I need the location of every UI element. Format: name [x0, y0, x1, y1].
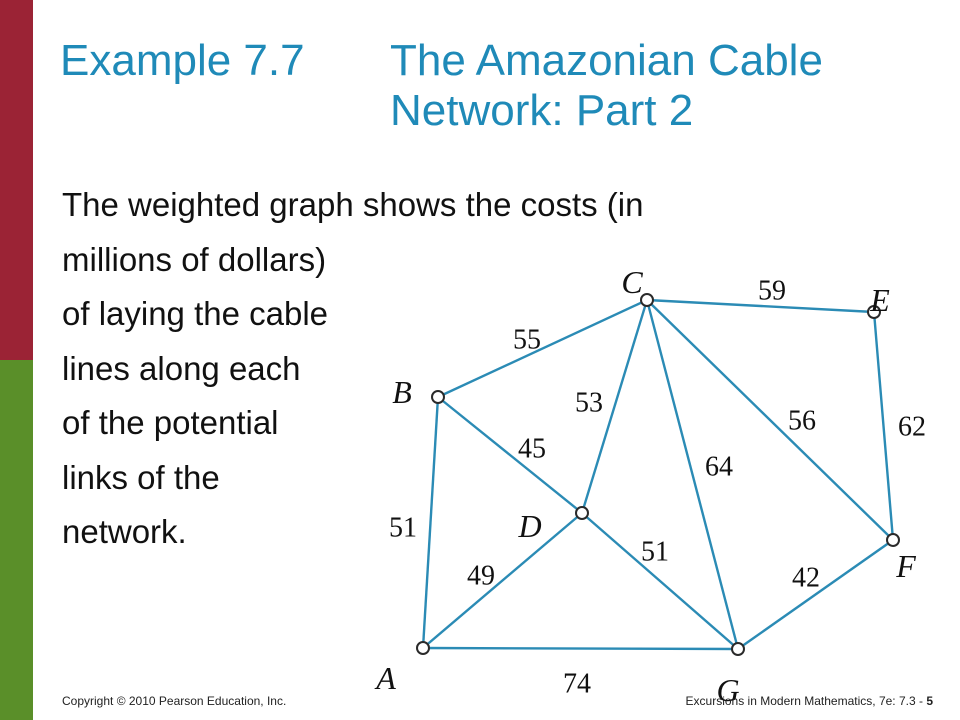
edge-weight-a-d: 49	[467, 561, 495, 592]
edges-layer	[421, 298, 895, 651]
edge-c-g	[645, 299, 740, 650]
body-line: of the potential	[62, 404, 279, 441]
vertex-label-e: E	[869, 282, 890, 318]
edge-weight-b-c: 55	[513, 325, 541, 356]
vertex-d	[575, 506, 589, 520]
edge-weight-c-f: 56	[788, 406, 816, 437]
edge-a-g	[422, 646, 739, 651]
vertex-label-b: B	[392, 374, 412, 410]
slide-title-line: The Amazonian Cable	[390, 36, 823, 85]
vertex-label-d: D	[517, 508, 541, 544]
slide-title: The Amazonian Cable Network: Part 2	[390, 36, 823, 136]
edge-c-f	[646, 299, 894, 541]
body-line: of laying the cable	[62, 295, 329, 332]
vertex-label-c: C	[621, 264, 643, 300]
footer-page-number: 5	[926, 694, 933, 708]
slide-title-line: Network: Part 2	[390, 86, 694, 135]
edge-weight-c-e: 59	[758, 276, 786, 307]
edge-c-d	[580, 299, 649, 514]
vertex-e	[867, 305, 881, 319]
body-line: millions of dollars)	[62, 240, 327, 278]
vertex-label-g: G	[716, 672, 739, 708]
vertex-c	[640, 293, 654, 307]
edge-f-g	[737, 539, 894, 650]
edge-weight-c-g: 64	[705, 452, 733, 483]
vertex-f	[886, 533, 900, 547]
vertex-g	[731, 642, 745, 656]
body-line: links of the	[62, 458, 220, 496]
slide-body-text: The weighted graph shows the costs (in m…	[62, 178, 643, 560]
edge-e-f	[872, 311, 895, 541]
footer-source-text: Excursions in Modern Mathematics, 7e: 7.…	[685, 694, 927, 708]
edge-a-d	[422, 512, 583, 649]
edge-b-d	[437, 396, 583, 514]
body-line: The weighted graph shows the costs (in	[62, 186, 644, 223]
vertices-layer: A B C D E F G	[374, 264, 916, 708]
edge-d-g	[581, 512, 739, 650]
slide-example-label: Example 7.7	[60, 36, 305, 85]
edge-weight-f-g: 42	[792, 563, 820, 594]
vertex-label-f: F	[895, 548, 916, 584]
edge-weight-a-b: 51	[389, 513, 417, 544]
edge-b-c	[437, 298, 648, 399]
footer-copyright: Copyright © 2010 Pearson Education, Inc.	[62, 694, 287, 708]
edge-weight-c-d: 53	[575, 388, 603, 419]
edge-weight-b-d: 45	[518, 434, 546, 465]
body-line: network.	[62, 513, 187, 550]
edge-weight-e-f: 62	[898, 412, 926, 443]
edge-weight-a-g: 74	[563, 669, 591, 700]
decorative-bar-red	[0, 0, 33, 360]
edge-a-b	[421, 396, 440, 649]
edge-c-e	[646, 298, 875, 314]
weights-layer: 51 55 45 53 59 64 56 62 49 51 42 74	[389, 276, 926, 700]
vertex-b	[431, 390, 445, 404]
vertex-label-a: A	[374, 660, 396, 696]
body-line: lines along each	[62, 349, 301, 387]
edge-weight-d-g: 51	[641, 537, 669, 568]
footer-source: Excursions in Modern Mathematics, 7e: 7.…	[686, 694, 933, 708]
decorative-bar-green	[0, 360, 33, 720]
vertex-a	[416, 641, 430, 655]
